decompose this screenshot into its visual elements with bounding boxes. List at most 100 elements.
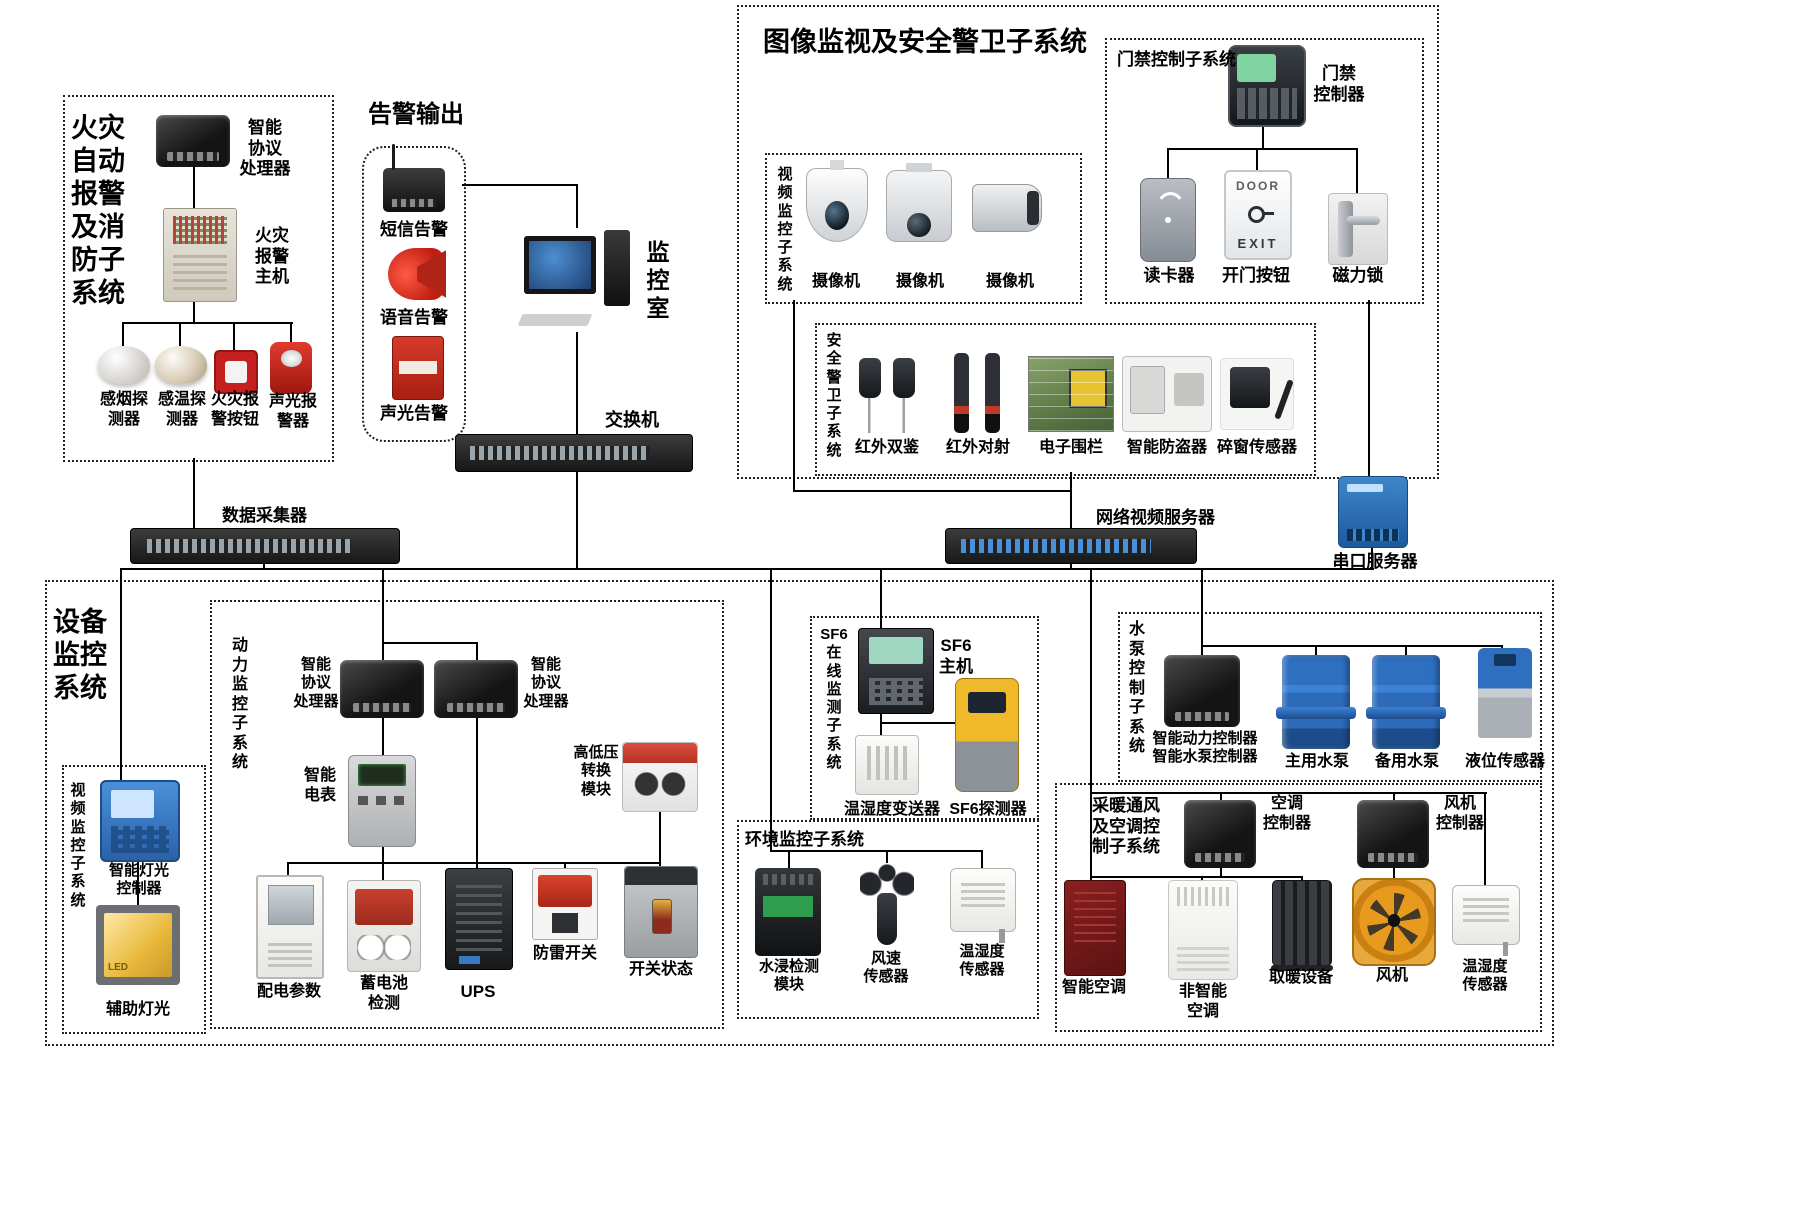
connector-line [476,718,478,868]
magnetic-lock-image [1328,193,1388,265]
connector-line [1262,123,1264,149]
ups-image [445,868,513,970]
sf6-sub-box [810,616,1039,820]
equipment-title: 设备 监控 系统 [53,607,107,703]
connector-line [1368,300,1370,476]
door-button-label: 开门按钮 [1222,266,1290,285]
camera2-label: 摄像机 [895,273,944,290]
backup-pump-image [1365,655,1447,749]
connector-line [193,458,195,530]
connector-line [576,470,578,568]
pump-controller-label: 智能动力控制器 智能水泵控制器 [1152,730,1258,766]
connector-line [788,850,790,869]
bullet-camera-image [972,184,1042,232]
guard-sub-box [815,323,1316,476]
access-controller-image [1228,45,1306,127]
sounder-strobe-label: 声光报 警器 [268,393,317,430]
data-collector-label: 数据采集器 [222,506,307,525]
access-sub-title: 门禁控制子系统 [1117,50,1236,69]
data-collector-image [130,528,400,564]
connector-line [287,862,661,864]
access-controller-label: 门禁 控制器 [1313,64,1365,104]
env-th-sensor-label: 温湿度 传感器 [959,943,1005,979]
smoke-detector-image [98,346,150,384]
sf6-detector-image [955,678,1019,792]
connector-line [233,322,235,350]
network-switch-image [455,434,693,472]
connector-line [382,568,384,662]
fire-alarm-button-image [214,350,258,394]
smart-meter-image [348,755,416,847]
ac-controller-label: 空调 控制器 [1262,795,1311,832]
serial-server-image [1338,476,1408,548]
connector-line [1167,148,1358,150]
connector-line [1484,792,1486,886]
sf6-host-label: SF6 主机 [939,636,973,676]
connector-line [880,722,957,724]
monitor-room-label: 监 控 室 [646,239,670,322]
connector-line [659,810,661,867]
connector-line [1371,546,1373,569]
magnetic-lock-label: 磁力锁 [1332,266,1384,285]
fan-controller-image [1357,800,1429,868]
heater-label: 取暖设备 [1268,969,1333,986]
monitor-room-pc-image [517,226,636,332]
connector-line [576,184,578,228]
connector-line [1201,568,1203,657]
heat-detector-image [155,346,207,384]
power-sub-box [210,600,724,1029]
connector-line [793,300,795,492]
env-sub-title: 环境监控子系统 [745,830,864,849]
connector-line [382,642,478,644]
card-reader-image [1140,178,1196,262]
equipment-box [45,580,1554,1046]
key-icon [1247,206,1274,224]
led-text: LED [108,962,128,973]
guard-sub-title: 安 全 警 卫 子 系 统 [826,332,842,459]
smart-ac-image [1064,880,1126,976]
connector-line [1256,148,1258,171]
sf6-host-image [858,628,934,714]
surveillance-box [737,5,1439,479]
breaker-status-image [624,866,698,958]
connector-line [770,850,983,852]
battery-label: 蓄电池 检测 [359,975,408,1012]
fan-label: 风机 [1375,967,1408,984]
env-th-sensor-image [950,868,1016,943]
connector-line [1090,568,1092,794]
fire-subsystem-title: 火灾 自动 报警 及消 防子 系统 [71,113,125,308]
alarm-output-title: 告警输出 [368,101,464,128]
smart-ac-label: 智能空调 [1061,979,1126,996]
hv-lv-module-label: 高低压 转换 模块 [573,744,619,798]
fan-image [1352,878,1436,966]
ac-controller-image [1184,800,1256,868]
main-pump-label: 主用水泵 [1284,753,1349,770]
network-switch-label: 交换机 [605,410,659,430]
fire-alarm-host-image [163,208,237,302]
sf6-detector-label: SF6探测器 [949,801,1027,818]
connector-line [287,862,289,876]
protocol-processor-image [156,115,230,167]
connector-line [1090,792,1487,794]
level-sensor-label: 液位传感器 [1464,753,1545,770]
connector-line [122,322,293,324]
protocol-processor-label: 智能 协议 处理器 [239,118,291,179]
connector-line [564,862,566,869]
sms-alarm-label: 短信告警 [380,220,448,239]
ptz-camera-image [886,163,952,242]
serial-server-label: 串口服务器 [1332,552,1418,571]
exit-text: EXIT [1237,236,1279,252]
connector-line [880,568,882,630]
level-sensor-image [1478,648,1532,738]
camera1-label: 摄像机 [811,273,860,290]
surveillance-title: 图像监视及安全警卫子系统 [763,27,1087,57]
lighting-sub-title: 视 频 监 控 子 系 统 [70,782,86,909]
alarm-output-box [362,146,466,442]
anti-theft-kit-image [1122,356,1212,432]
pump-controller-image [1164,655,1240,727]
connector-line [1393,868,1395,881]
fan-controller-label: 风机 控制器 [1435,795,1484,832]
sounder-strobe-image [270,342,312,394]
sound-light-alarm-image [392,336,444,400]
